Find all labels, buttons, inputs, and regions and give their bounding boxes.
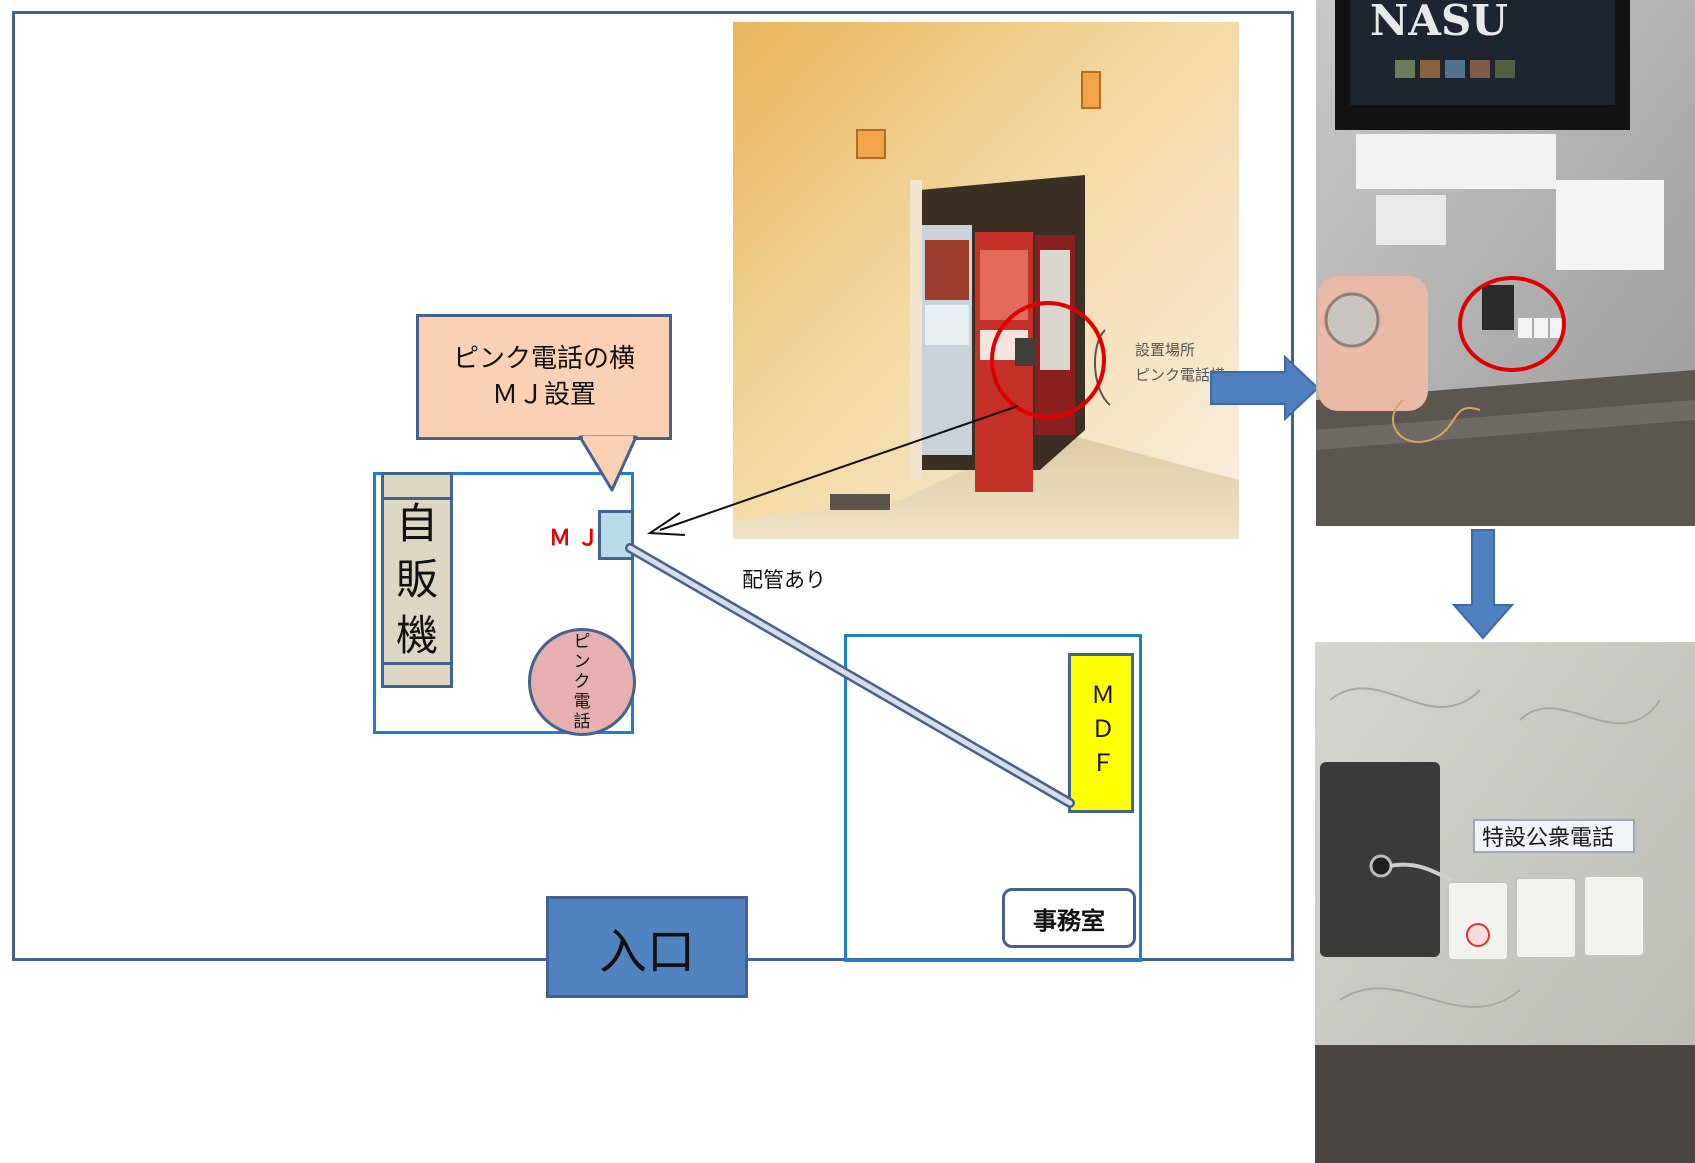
corridor-photo: 設置場所 ピンク電話横	[733, 22, 1239, 539]
office-label: 事務室	[1002, 888, 1136, 948]
pink-phone-char: ク	[573, 672, 591, 692]
handwritten-note-line-1: 設置場所	[1135, 341, 1195, 359]
pink-phone: ピ ン ク 電 話	[528, 628, 636, 736]
pink-phone-char: ピ	[573, 632, 591, 652]
vending-machine	[381, 472, 453, 688]
callout-pointer	[578, 435, 638, 492]
vending-area	[373, 472, 634, 734]
jack-closeup-photo: 特設公衆電話	[1315, 642, 1695, 1163]
pointer-arrow-line	[659, 405, 1019, 531]
vending-machine-char: 販	[395, 555, 438, 604]
entrance: 入口	[546, 896, 748, 998]
phone-sign-label: 特設公衆電話	[1482, 826, 1614, 851]
vending-machine-char: 機	[395, 611, 438, 660]
phone-wall-photo: NASU	[1316, 0, 1695, 526]
pink-phone-char: 電	[573, 692, 591, 712]
office-area	[844, 634, 1142, 962]
arrow-down	[1451, 529, 1515, 640]
vending-machine-top	[381, 472, 453, 500]
mj-label: ＭＪ	[549, 526, 606, 551]
vending-machine-label: 自 販 機	[381, 499, 453, 660]
pink-phone-char: ン	[573, 652, 591, 672]
callout-line-2: ＭＪ設置	[491, 380, 596, 410]
highlight-circle-corridor	[990, 301, 1106, 419]
poster-title: NASU	[1370, 0, 1508, 45]
pipe-label: 配管あり	[742, 568, 826, 592]
mdf-label: ＭＤＦ	[1086, 682, 1115, 784]
callout-box: ピンク電話の横 ＭＪ設置	[416, 314, 672, 440]
pointer-arrow-head	[646, 512, 686, 536]
pipe-inner	[627, 545, 1073, 806]
mdf-box: ＭＤＦ	[1068, 653, 1134, 813]
vending-machine-char: 自	[395, 499, 438, 548]
highlight-circle-phone	[1458, 276, 1566, 372]
arrow-right	[1210, 354, 1320, 422]
callout-line-1: ピンク電話の横	[452, 344, 635, 374]
pink-phone-char: 話	[573, 712, 591, 732]
handwritten-note-line-2: ピンク電話横	[1135, 366, 1225, 384]
vending-machine-bottom	[381, 662, 453, 688]
